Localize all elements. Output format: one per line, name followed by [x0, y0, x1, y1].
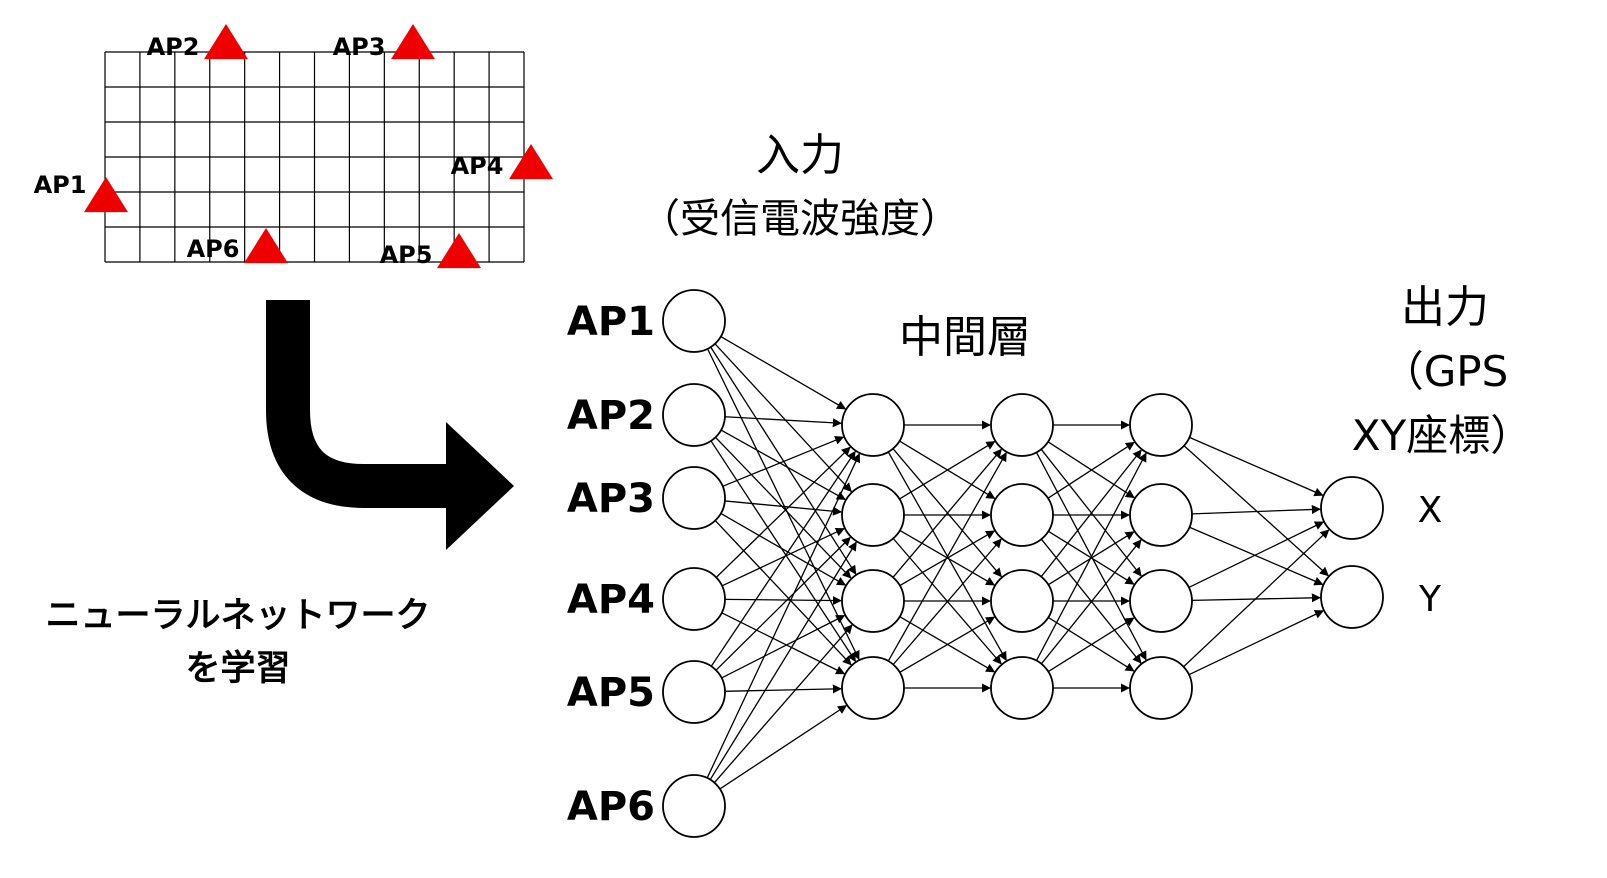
input-node: [662, 567, 726, 631]
input-node: [662, 289, 726, 353]
access-point-marker-icon: [509, 144, 553, 180]
connection-arrow: [724, 500, 843, 516]
connection-arrow: [713, 624, 853, 784]
connection-arrow: [1188, 610, 1324, 676]
connection-arrow: [1040, 449, 1142, 578]
connection-arrow: [724, 416, 842, 428]
output-label: X: [1418, 490, 1443, 531]
hidden-node: [990, 569, 1054, 633]
connection-arrow: [720, 429, 846, 500]
output-subtitle-line2: XY座標）: [1352, 411, 1532, 460]
connection-arrow: [1040, 539, 1142, 665]
input-node: [662, 660, 726, 724]
connection-arrow: [1047, 617, 1135, 673]
input-label: AP2: [567, 393, 655, 439]
access-point-marker-icon: [437, 233, 481, 269]
access-point-marker-icon: [244, 228, 288, 264]
training-caption-line2: を学習: [185, 648, 290, 689]
access-point-marker-icon: [391, 24, 435, 60]
map-ap-label: AP3: [333, 33, 386, 61]
hidden-node: [990, 483, 1054, 547]
connection-arrow: [724, 684, 842, 694]
connection-arrow: [710, 450, 856, 667]
connection-arrow: [721, 614, 846, 679]
training-flow-arrow: [266, 300, 514, 550]
connection-arrow: [714, 520, 852, 666]
input-subtitle: （受信電波強度）: [640, 196, 960, 242]
connection-arrow: [715, 446, 851, 578]
input-node: [662, 466, 726, 530]
connection-arrow: [715, 436, 852, 579]
connection-arrow: [1188, 521, 1325, 589]
connection-arrow: [721, 612, 846, 675]
hidden-node: [1129, 656, 1193, 720]
connection-arrow: [1191, 504, 1321, 515]
map-ap-label: AP1: [34, 171, 87, 199]
hidden-node: [1129, 483, 1193, 547]
connection-arrow: [709, 541, 857, 780]
connection-arrow: [892, 538, 1002, 665]
input-label: AP1: [567, 299, 655, 345]
input-label: AP4: [567, 577, 655, 623]
input-node: [662, 383, 726, 447]
output-node: [1320, 565, 1384, 629]
connection-arrow: [714, 343, 852, 493]
connection-arrow: [1047, 441, 1135, 499]
connection-arrow: [722, 435, 845, 487]
map-ap-label: AP2: [147, 33, 200, 61]
map-ap-label: AP6: [187, 235, 240, 263]
connection-arrow: [720, 512, 847, 586]
connection-arrow: [706, 453, 861, 779]
access-point-marker-icon: [84, 177, 128, 213]
connection-arrow: [899, 440, 996, 500]
hidden-node: [990, 656, 1054, 720]
training-caption-line1: ニューラルネットワーク: [45, 596, 430, 636]
connection-arrow: [715, 536, 851, 671]
input-label: AP5: [567, 670, 655, 716]
hidden-node: [990, 393, 1054, 457]
output-subtitle-line1: （GPS: [1382, 347, 1509, 396]
curved-arrow-shaft: [266, 300, 448, 508]
access-point-marker-icon: [204, 24, 248, 60]
input-title: 入力: [756, 130, 844, 181]
hidden-node: [1129, 569, 1193, 633]
connection-arrow: [1035, 452, 1147, 661]
hidden-node: [841, 656, 905, 720]
connection-arrow: [721, 527, 845, 587]
connection-arrow: [1189, 526, 1324, 586]
input-node: [662, 774, 726, 838]
connection-arrow: [710, 346, 857, 575]
map-ap-label: AP5: [380, 241, 433, 269]
output-label: Y: [1418, 579, 1442, 620]
connection-arrow: [892, 448, 1002, 578]
connection-arrow: [720, 336, 847, 410]
connection-arrow: [724, 596, 842, 606]
input-label: AP6: [567, 784, 655, 830]
connection-arrow: [710, 440, 856, 663]
connection-arrow: [1189, 436, 1324, 497]
hidden-node: [841, 483, 905, 547]
network-nodes: [662, 289, 1384, 838]
output-title: 出力: [1401, 282, 1489, 333]
map-ap-label: AP4: [451, 152, 504, 180]
hidden-node: [841, 393, 905, 457]
connection-arrow: [899, 616, 996, 673]
connection-arrow: [887, 452, 1007, 662]
curved-arrow-head: [446, 422, 514, 550]
output-node: [1320, 476, 1384, 540]
hidden-node: [1129, 393, 1193, 457]
connection-arrow: [1183, 529, 1330, 668]
input-label: AP3: [567, 476, 655, 522]
network-connections: [706, 336, 1330, 790]
hidden-node: [841, 569, 905, 633]
connection-arrow: [719, 705, 848, 790]
connection-arrow: [707, 348, 860, 661]
hidden-layer-title: 中間層: [899, 312, 1031, 363]
